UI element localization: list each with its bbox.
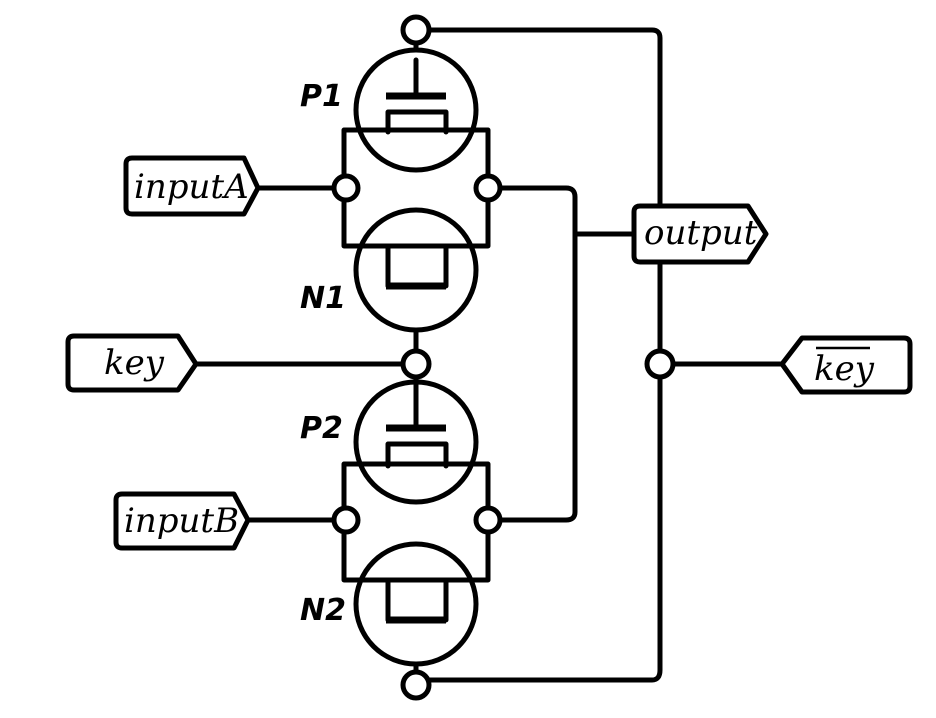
pin-output-label: output [644,213,758,253]
pin-input-b-label: inputB [124,501,239,541]
transmission-gate-a [341,47,491,333]
pin-input-a-label: inputA [134,167,249,207]
pin-key-label: key [104,343,165,383]
transistor-labels: P1 N1 P2 N2 [300,79,346,628]
node-gate-b-right [473,505,503,535]
pin-key: key [65,333,199,393]
n2-body [353,541,479,667]
node-key-bar [644,348,676,380]
p2-channel [385,441,449,469]
pin-input-b-shape [113,491,251,551]
node-top [400,14,432,46]
pin-key-bar-label: key [814,349,875,389]
pin-key-bar-shape [779,335,913,395]
pin-input-a: inputA [123,155,261,217]
node-gate-a-left [331,173,361,203]
pin-key-shape [65,333,199,393]
pin-input-a-shape [123,155,261,217]
transmission-gate-b [341,375,491,667]
node-gate-a-right [473,173,503,203]
wires [193,27,785,683]
label-n1: N1 [300,281,346,316]
pin-output: output [631,203,769,265]
label-p1: P1 [300,79,343,114]
label-n2: N2 [300,593,346,628]
n1-body [353,207,479,333]
nodes [331,14,676,701]
pin-key-bar: key [779,335,913,395]
pin-input-b: inputB [113,491,251,551]
pin-output-shape [631,203,769,265]
p1-channel [385,109,449,135]
node-gate-b-left [331,505,361,535]
node-key [400,348,432,380]
label-p2: P2 [300,411,343,446]
wire-gate-a-out [485,185,578,523]
node-bottom [400,669,432,701]
